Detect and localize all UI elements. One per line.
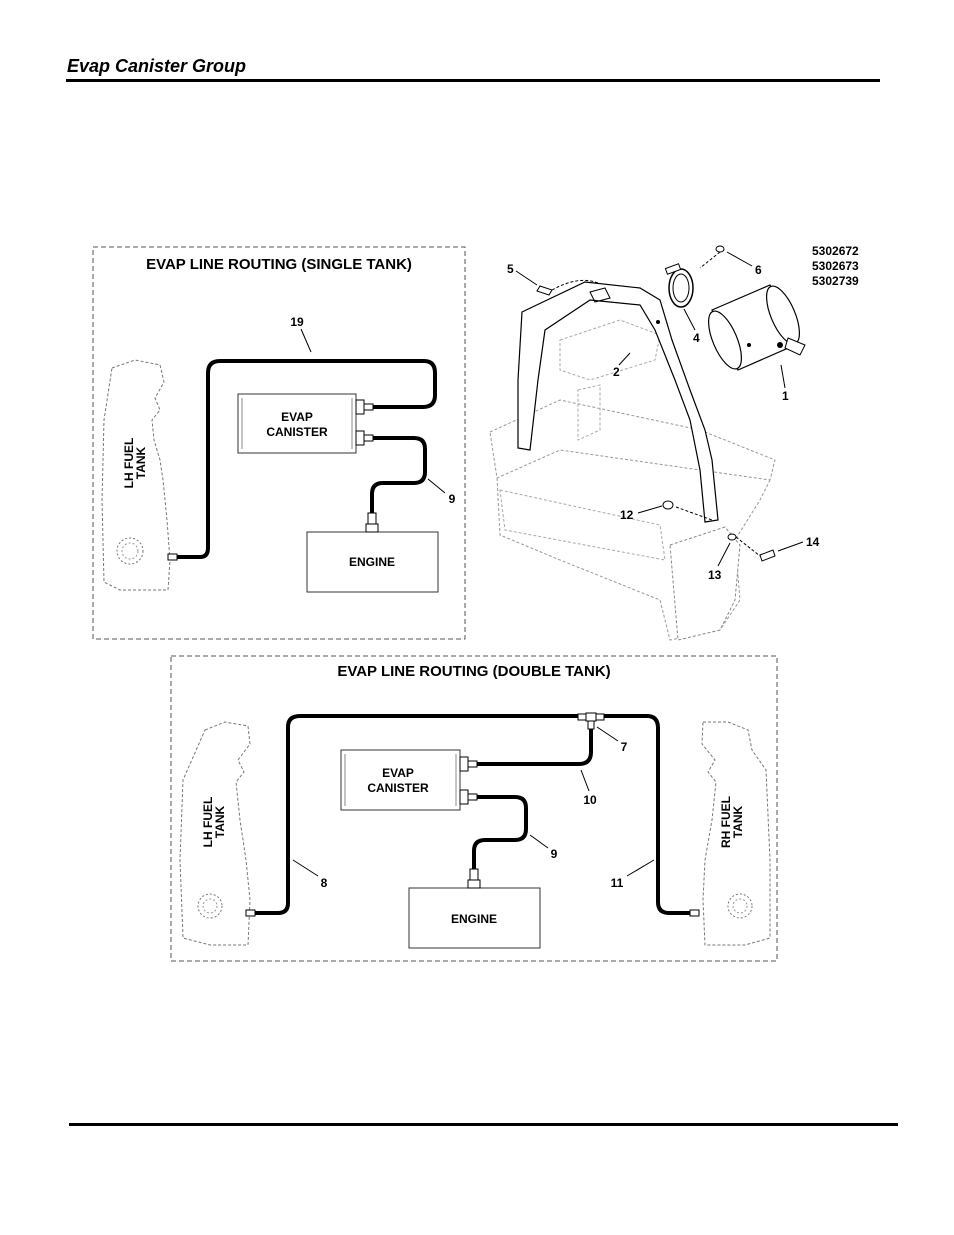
nut-part-6 — [715, 245, 725, 253]
double-engine-label: ENGINE — [451, 912, 497, 926]
single-evap-canister — [237, 393, 357, 454]
callout-8: 8 — [321, 876, 328, 890]
double-lh-tank-outline — [179, 721, 251, 946]
bracket-part-2 — [517, 281, 719, 523]
footer-rule — [69, 1123, 898, 1126]
callout-14: 14 — [806, 535, 820, 549]
hose-8 — [255, 714, 578, 915]
fuel-cap-icon — [116, 537, 144, 565]
single-engine-label: ENGINE — [349, 555, 395, 569]
double-rh-tank-label: RH FUEL TANK — [719, 796, 745, 848]
double-hose-9 — [472, 795, 528, 869]
svg-text:LH FUEL: LH FUEL — [122, 438, 136, 489]
callout-5: 5 — [507, 262, 514, 276]
callout-10: 10 — [583, 793, 597, 807]
double-engine-box — [408, 887, 541, 949]
screw-part-5 — [536, 285, 553, 296]
callout-12: 12 — [620, 508, 634, 522]
single-tank-title: EVAP LINE ROUTING (SINGLE TANK) — [146, 256, 412, 273]
single-canister-label-2: CANISTER — [266, 425, 328, 439]
tee-fitting-part-7 — [585, 712, 597, 722]
svg-text:LH FUEL: LH FUEL — [201, 797, 215, 848]
hose-10 — [477, 729, 593, 766]
rh-tank-outline — [701, 721, 771, 946]
washer-part-13 — [727, 533, 737, 541]
svg-text:TANK: TANK — [731, 805, 745, 838]
single-tank-panel: EVAP LINE ROUTING (SINGLE TANK) LH FUEL … — [92, 246, 466, 640]
exploded-view: 5302672 5302673 5302739 — [489, 244, 859, 641]
hose-11 — [604, 714, 690, 915]
svg-text:RH FUEL: RH FUEL — [719, 796, 733, 848]
single-lh-tank-label: LH FUEL TANK — [122, 438, 148, 489]
callout-7: 7 — [621, 740, 628, 754]
callout-1: 1 — [782, 389, 789, 403]
double-canister-label-2: CANISTER — [367, 781, 429, 795]
tank-fitting-icon — [167, 553, 178, 561]
double-canister-label-1: EVAP — [382, 766, 414, 780]
callout-6: 6 — [755, 263, 762, 277]
lh-fuel-tank-outline — [101, 359, 171, 591]
double-evap-canister — [340, 749, 461, 811]
single-engine-box — [306, 531, 439, 593]
lh-fuel-cap-icon — [197, 893, 223, 919]
double-lh-tank-label: LH FUEL TANK — [201, 797, 227, 848]
screw-part-14 — [759, 549, 776, 562]
clamp-part-4 — [668, 268, 694, 308]
double-tank-title: EVAP LINE ROUTING (DOUBLE TANK) — [337, 663, 610, 680]
part-number-2: 5302673 — [812, 259, 859, 273]
single-tank-frame — [92, 246, 466, 640]
callout-13: 13 — [708, 568, 722, 582]
single-hose-9 — [370, 436, 427, 513]
part-number-3: 5302739 — [812, 274, 859, 288]
svg-text:TANK: TANK — [213, 805, 227, 838]
rh-fuel-cap-icon — [727, 893, 753, 919]
nut-part-12 — [662, 500, 674, 510]
callout-2: 2 — [613, 365, 620, 379]
hose-19 — [177, 359, 437, 559]
double-tank-panel: EVAP LINE ROUTING (DOUBLE TANK) LH FUEL … — [170, 655, 778, 962]
header-rule — [66, 79, 880, 82]
part-number-1: 5302672 — [812, 244, 859, 258]
double-callout-9: 9 — [551, 847, 558, 861]
callout-19: 19 — [290, 315, 304, 329]
single-canister-label-1: EVAP — [281, 410, 313, 424]
page-title: Evap Canister Group — [67, 56, 247, 76]
callout-11: 11 — [611, 876, 624, 890]
callout-4: 4 — [693, 331, 700, 345]
single-callout-9: 9 — [449, 492, 456, 506]
svg-text:TANK: TANK — [134, 446, 148, 479]
